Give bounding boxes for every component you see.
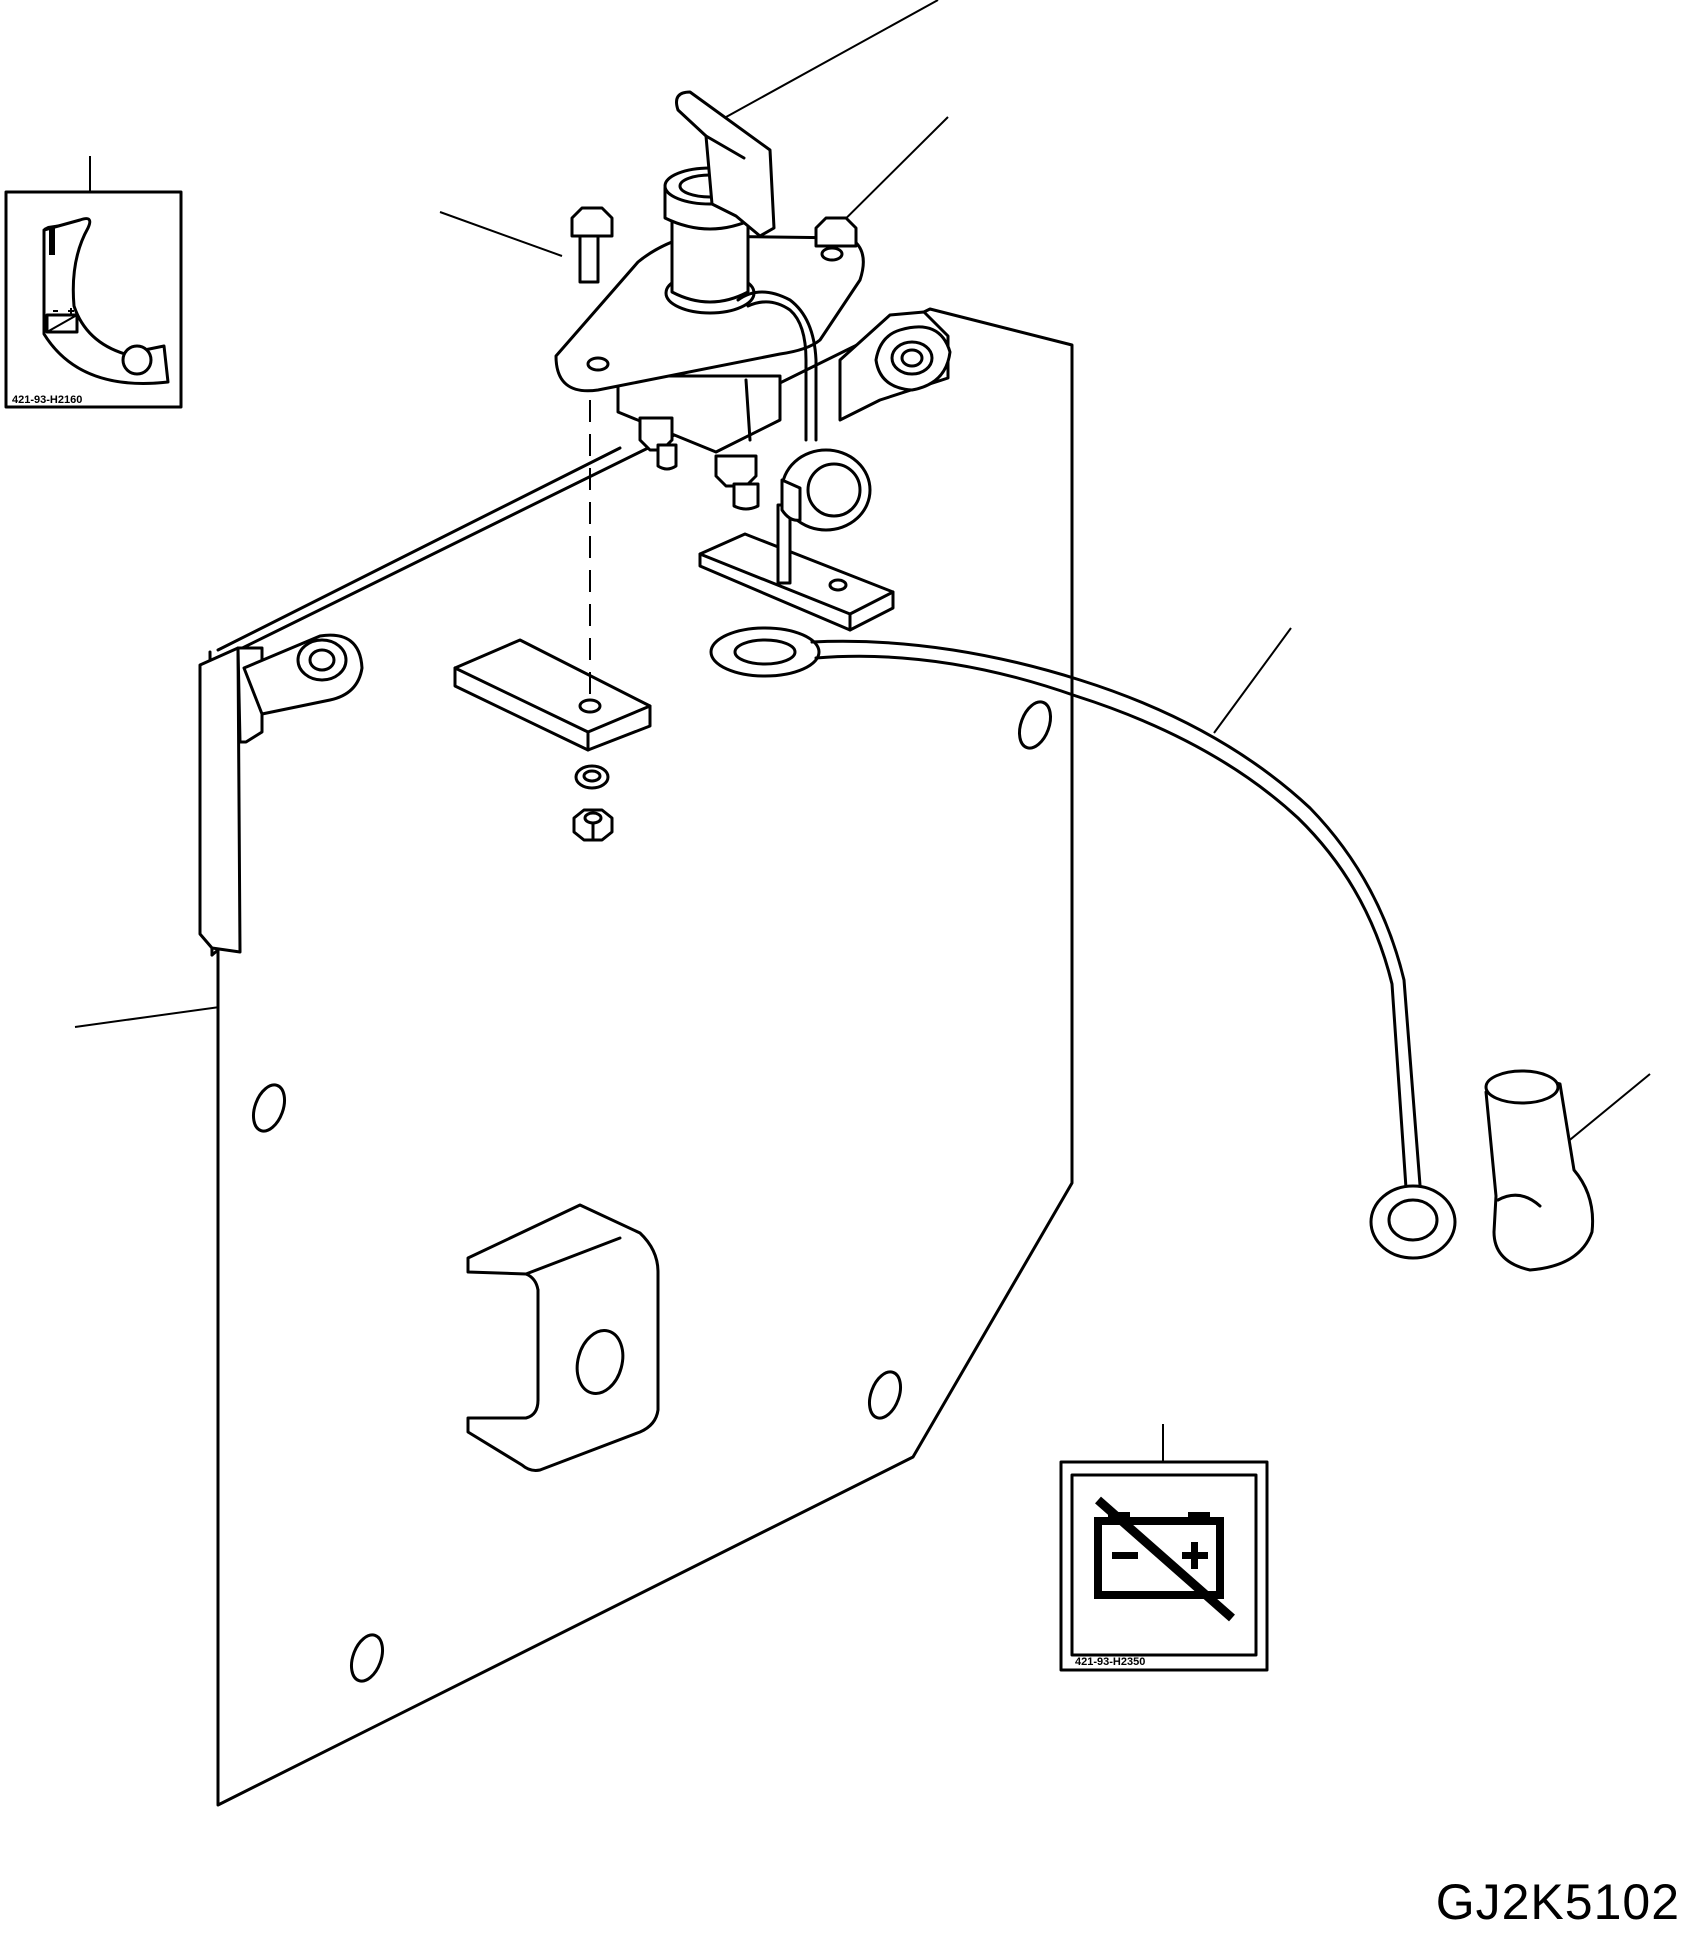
on-position-marker <box>49 227 55 255</box>
u-bracket <box>466 1203 660 1472</box>
switch-position-decal: 421-93-H2160 <box>4 190 183 409</box>
plate-hole <box>867 1370 903 1420</box>
right-mounting-bracket <box>838 310 952 422</box>
tether-strap <box>709 626 1457 1260</box>
rubber-boot <box>1484 1069 1595 1272</box>
decal-part-number: 421-93-H2160 <box>12 394 82 406</box>
decal-part-number: 421-93-H2350 <box>1075 1656 1145 1668</box>
plate-hole <box>349 1633 385 1683</box>
off-position-marker <box>121 344 153 376</box>
terminal-bracket <box>698 503 895 632</box>
left-mounting-tab <box>242 633 364 716</box>
drawing-number: GJ2K5102 <box>1435 1874 1680 1930</box>
mounting-plate <box>198 307 1074 1807</box>
battery-crossed-icon <box>1094 1496 1235 1622</box>
hex-nut <box>572 808 614 842</box>
battery-disconnect-switch <box>554 90 872 532</box>
battery-icon <box>45 308 79 334</box>
plate-hole <box>1017 700 1053 750</box>
plate-hole <box>251 1083 287 1133</box>
spacer-plate <box>453 638 652 752</box>
lock-washer <box>574 764 610 790</box>
battery-disconnect-decal: 421-93-H2350 <box>1059 1460 1269 1672</box>
